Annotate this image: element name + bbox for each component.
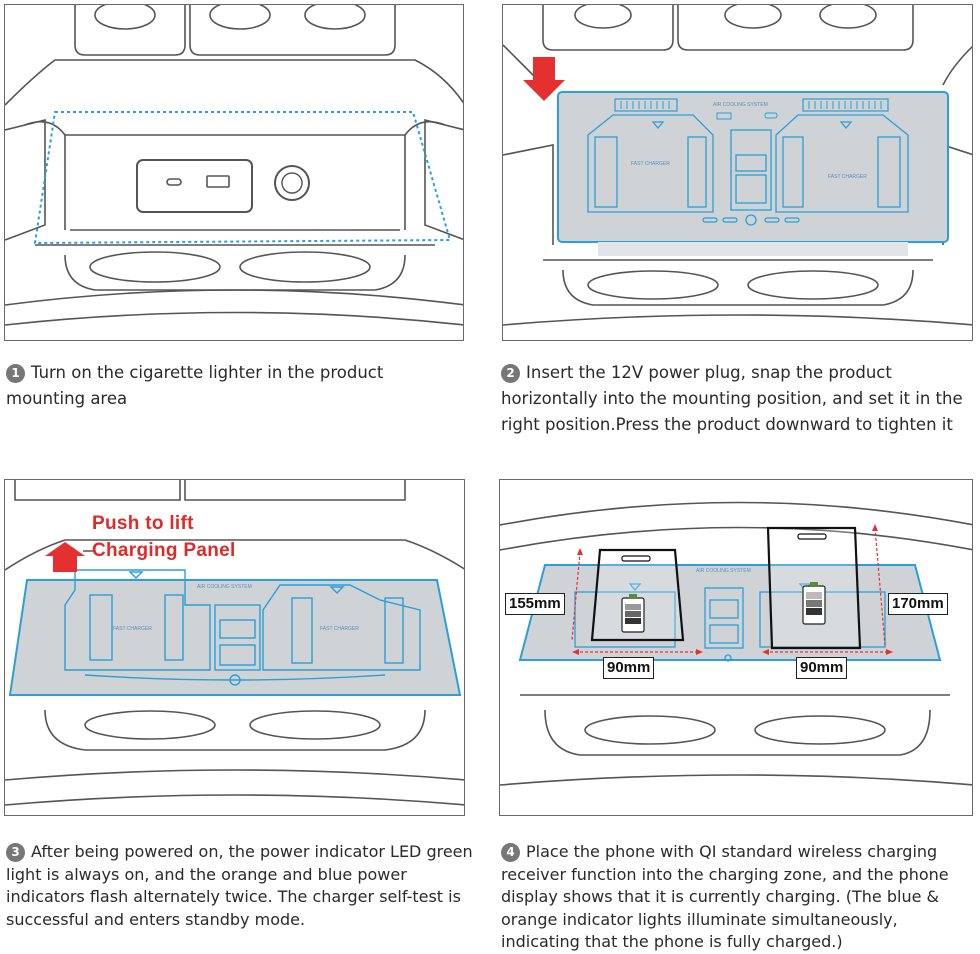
cooling-label: AIR COOLING SYSTEM [713,102,768,108]
down-arrow-icon [523,57,565,101]
right-width-label: 90mm [796,657,848,679]
console-lighter-drawing [5,5,463,326]
charging-panel-label: Charging Panel [92,540,236,561]
step-number-badge: 3 [6,843,25,862]
right-pad-label: FAST CHARGER [320,626,359,632]
step-1-text: Turn on the cigarette lighter in the pro… [6,363,384,408]
step-3-text: After being powered on, the power indica… [6,842,473,929]
charger-powered-drawing: AIR COOLING SYSTEM FAST CHARGER FAST CHA… [5,480,464,806]
charger-install-drawing: AIR COOLING SYSTEM FAST CHARGER FA [503,5,972,326]
left-width-label: 90mm [603,657,655,679]
left-height-label: 155mm [505,593,565,615]
step-4-text: Place the phone with QI standard wireles… [501,842,949,951]
right-pad-label: FAST CHARGER [828,174,867,180]
step-3-illustration: AIR COOLING SYSTEM FAST CHARGER FAST CHA… [4,479,465,816]
step-number-badge: 1 [6,364,25,383]
step-number-badge: 4 [501,843,520,862]
step-number-badge: 2 [501,364,520,383]
step-1-illustration [4,4,464,341]
right-height-label: 170mm [888,593,948,615]
step-2-illustration: AIR COOLING SYSTEM FAST CHARGER FA [502,4,973,341]
cooling-label: AIR COOLING SYSTEM [696,568,751,574]
up-arrow-icon [45,542,85,572]
phones-charging-drawing: AIR COOLING SYSTEM [500,501,972,786]
cooling-label: AIR COOLING SYSTEM [197,584,252,590]
left-pad-label: FAST CHARGER [631,161,670,167]
step-4-illustration: AIR COOLING SYSTEM 1 [499,479,973,816]
left-pad-label: FAST CHARGER [113,626,152,632]
left-phone [590,548,685,642]
push-to-lift-label: Push to lift [92,513,194,534]
step-2-text: Insert the 12V power plug, snap the prod… [501,363,963,434]
